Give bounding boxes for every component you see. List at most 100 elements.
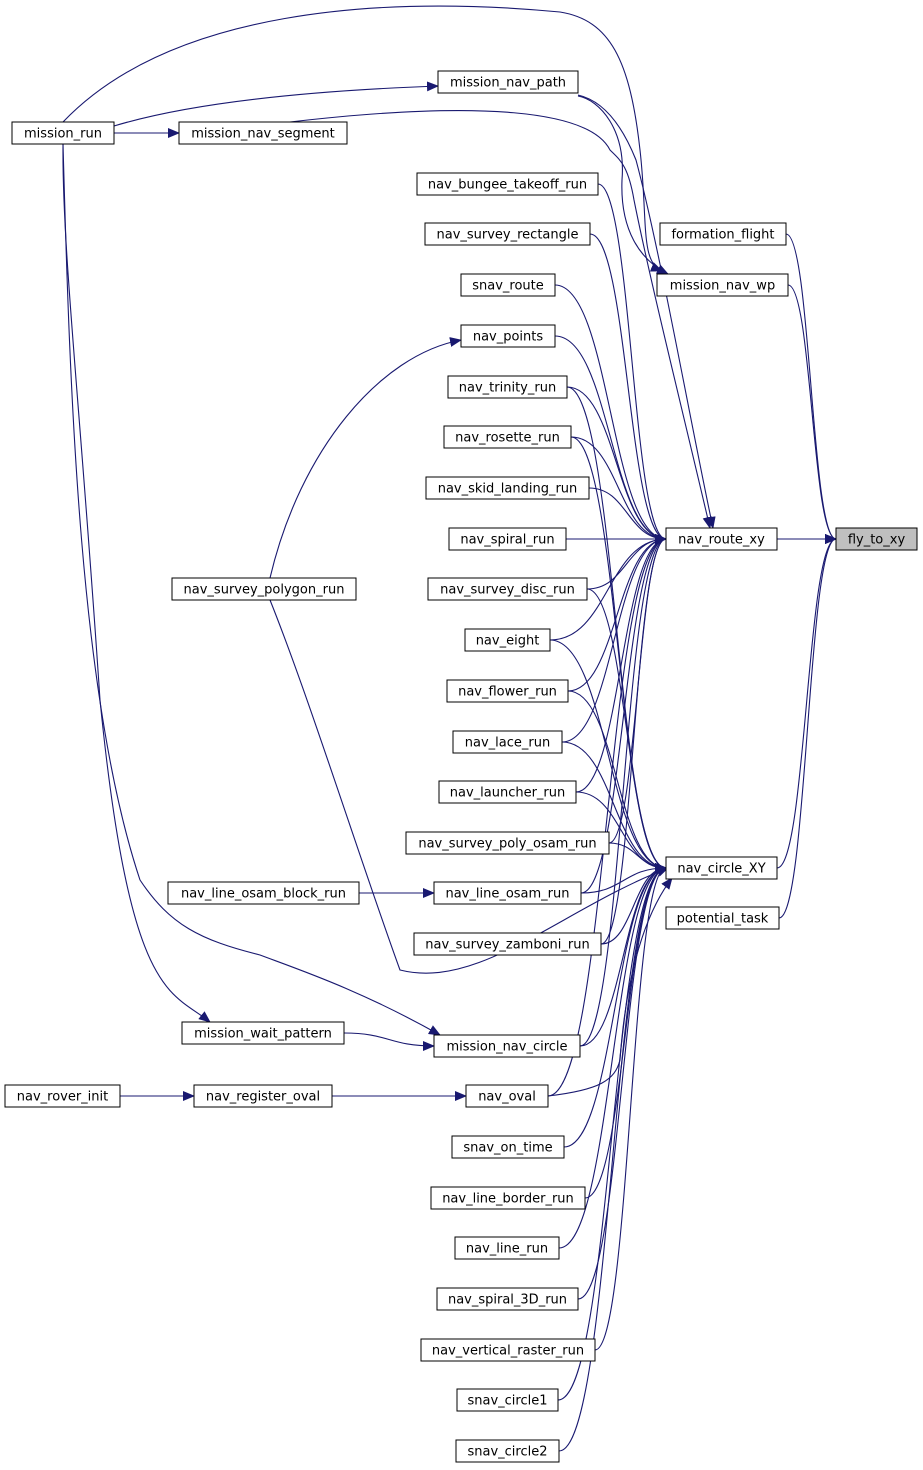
node-nav-spiral-run[interactable]: nav_spiral_run	[448, 527, 567, 551]
edge-nav-vertical-raster-run-to-nav-circle-xy	[594, 863, 667, 1351]
edge-potential-task-to-fly-to-xy	[778, 534, 837, 919]
node-nav-trinity-run[interactable]: nav_trinity_run	[447, 375, 568, 399]
node-label: formation_flight	[671, 228, 774, 243]
node-nav-flower-run[interactable]: nav_flower_run	[446, 679, 569, 703]
node-nav-survey-rectangle[interactable]: nav_survey_rectangle	[424, 222, 591, 246]
node-box	[437, 70, 579, 94]
edge-nav-flower-run-to-nav-route-xy	[567, 534, 667, 692]
node-nav-spiral-3d-run[interactable]: nav_spiral_3D_run	[436, 1287, 579, 1311]
node-nav-vertical-raster-run[interactable]: nav_vertical_raster_run	[420, 1338, 596, 1362]
node-box	[665, 906, 780, 930]
node-potential-task[interactable]: potential_task	[665, 906, 780, 930]
node-label: nav_line_run	[466, 1242, 548, 1257]
node-snav-circle2[interactable]: snav_circle2	[455, 1439, 560, 1463]
edge-nav-eight-to-nav-route-xy	[549, 534, 667, 641]
edge-snav-circle2-to-nav-circle-xy	[558, 863, 667, 1452]
node-nav-route-xy[interactable]: nav_route_xy	[665, 527, 778, 551]
node-fly-to-xy[interactable]: fly_to_xy	[835, 527, 918, 551]
node-box	[413, 932, 602, 956]
node-nav-points[interactable]: nav_points	[460, 324, 556, 348]
node-label: mission_wait_pattern	[194, 1027, 332, 1042]
node-mission-run[interactable]: mission_run	[11, 121, 115, 145]
node-nav-survey-disc-run[interactable]: nav_survey_disc_run	[427, 577, 588, 601]
edge-formation-flight-to-fly-to-xy	[785, 233, 837, 544]
edge-mission-run-to-mission-nav-path	[113, 81, 439, 127]
node-mission-nav-circle[interactable]: mission_nav_circle	[433, 1034, 581, 1058]
node-nav-rosette-run[interactable]: nav_rosette_run	[443, 425, 572, 449]
node-label: nav_points	[473, 330, 544, 345]
node-label: mission_nav_path	[450, 76, 566, 91]
node-nav-line-run[interactable]: nav_line_run	[454, 1236, 560, 1260]
edge-nav-rosette-run-to-nav-route-xy	[570, 436, 667, 544]
node-nav-lace-run[interactable]: nav_lace_run	[452, 730, 563, 754]
node-nav-survey-polygon-run[interactable]: nav_survey_polygon_run	[171, 577, 357, 601]
node-formation-flight[interactable]: formation_flight	[659, 222, 787, 246]
node-nav-survey-zamboni-run[interactable]: nav_survey_zamboni_run	[413, 932, 602, 956]
node-label: snav_circle1	[467, 1394, 547, 1409]
node-box	[433, 1034, 581, 1058]
node-box	[405, 831, 610, 855]
edge-nav-oval-to-nav-circle-xy	[547, 877, 673, 1097]
node-mission-nav-segment[interactable]: mission_nav_segment	[178, 121, 348, 145]
node-nav-skid-landing-run[interactable]: nav_skid_landing_run	[425, 476, 590, 500]
edge-mission-nav-wp-to-fly-to-xy	[787, 284, 837, 544]
node-nav-eight[interactable]: nav_eight	[464, 628, 551, 652]
node-box	[427, 577, 588, 601]
node-nav-launcher-run[interactable]: nav_launcher_run	[438, 780, 577, 804]
node-snav-route[interactable]: snav_route	[460, 273, 556, 297]
node-box	[456, 1388, 559, 1412]
node-label: potential_task	[677, 912, 769, 927]
edge-mission-nav-segment-to-nav-route-xy	[289, 110, 713, 529]
node-label: snav_route	[472, 279, 544, 294]
node-nav-rover-init[interactable]: nav_rover_init	[4, 1084, 121, 1108]
edge-nav-eight-to-nav-circle-xy	[549, 639, 667, 873]
edge-mission-run-to-mission-nav-circle	[62, 143, 441, 1036]
node-label: nav_survey_polygon_run	[184, 583, 345, 598]
node-snav-circle1[interactable]: snav_circle1	[456, 1388, 559, 1412]
node-label: nav_launcher_run	[450, 786, 566, 801]
node-mission-nav-wp[interactable]: mission_nav_wp	[656, 273, 789, 297]
edge-snav-circle1-to-nav-circle-xy	[557, 863, 667, 1401]
node-label: fly_to_xy	[848, 533, 906, 548]
node-nav-line-osam-block-run[interactable]: nav_line_osam_block_run	[167, 881, 360, 905]
node-nav-register-oval[interactable]: nav_register_oval	[193, 1084, 333, 1108]
edge-nav-flower-run-to-nav-circle-xy	[567, 690, 667, 873]
node-label: nav_spiral_3D_run	[448, 1293, 567, 1308]
node-nav-line-osam-run[interactable]: nav_line_osam_run	[433, 881, 582, 905]
node-nav-circle-xy[interactable]: nav_circle_XY	[665, 856, 778, 880]
function-nodes: fly_to_xyformation_flightmission_nav_wpn…	[4, 70, 918, 1463]
node-box	[665, 527, 778, 551]
node-box	[4, 1084, 121, 1108]
node-nav-oval[interactable]: nav_oval	[465, 1084, 549, 1108]
node-label: nav_eight	[476, 634, 540, 649]
node-box	[455, 1439, 560, 1463]
edge-nav-line-osam-run-to-nav-circle-xy	[580, 863, 667, 894]
node-label: snav_on_time	[463, 1141, 552, 1156]
node-label: nav_line_osam_run	[445, 887, 569, 902]
edge-nav-line-osam-run-to-nav-route-xy	[580, 534, 667, 894]
node-nav-line-border-run[interactable]: nav_line_border_run	[430, 1186, 586, 1210]
edge-nav-spiral-3d-run-to-nav-circle-xy	[577, 863, 667, 1300]
node-box	[460, 273, 556, 297]
node-snav-on-time[interactable]: snav_on_time	[451, 1135, 565, 1159]
edge-nav-bungee-takeoff-run-to-nav-route-xy	[597, 183, 667, 544]
edge-mission-nav-path-to-mission-nav-wp	[577, 95, 669, 275]
edge-mission-run-to-mission-nav-wp	[62, 5, 663, 272]
node-box	[448, 527, 567, 551]
node-box	[436, 1287, 579, 1311]
node-label: nav_flower_run	[458, 685, 557, 700]
node-label: nav_survey_poly_osam_run	[418, 837, 596, 852]
node-mission-nav-path[interactable]: mission_nav_path	[437, 70, 579, 94]
node-nav-bungee-takeoff-run[interactable]: nav_bungee_takeoff_run	[416, 172, 599, 196]
node-label: nav_line_osam_block_run	[181, 887, 346, 902]
node-box	[465, 1084, 549, 1108]
node-box	[454, 1236, 560, 1260]
node-nav-survey-poly-osam-run[interactable]: nav_survey_poly_osam_run	[405, 831, 610, 855]
node-box	[416, 172, 599, 196]
node-label: nav_register_oval	[206, 1090, 320, 1105]
node-label: nav_line_border_run	[442, 1192, 574, 1207]
node-mission-wait-pattern[interactable]: mission_wait_pattern	[181, 1021, 345, 1045]
node-box	[424, 222, 591, 246]
node-label: nav_rosette_run	[455, 431, 560, 446]
